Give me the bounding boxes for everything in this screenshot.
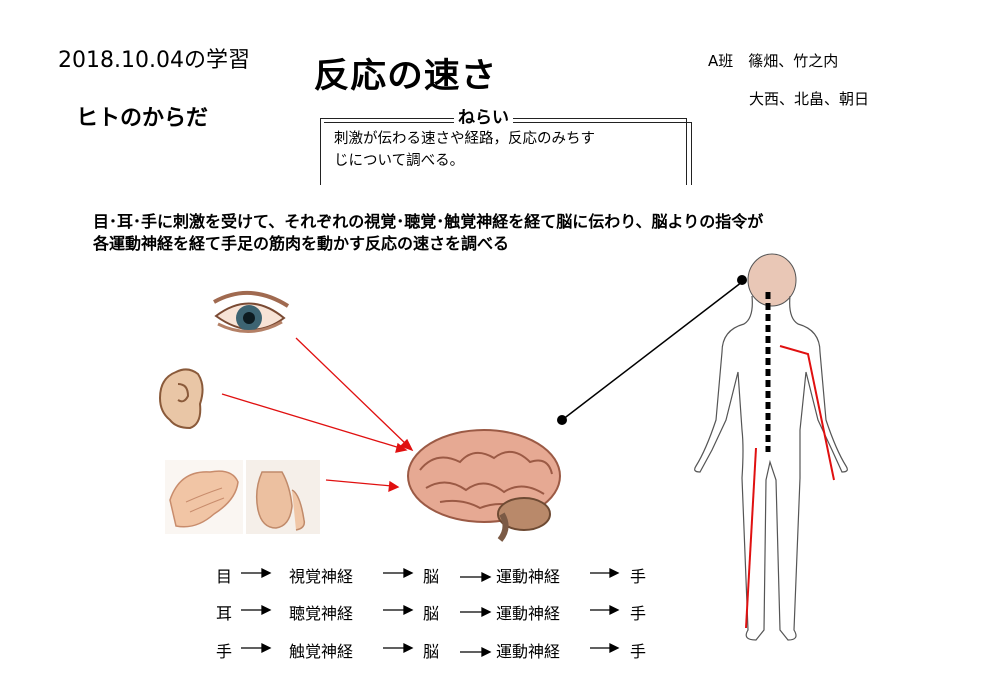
pathway-brain: 脳 <box>423 642 440 661</box>
aim-text-line1: 刺激が伝わる速さや経路，反応のみちす <box>334 131 595 147</box>
pathway-organ: 目 <box>216 567 233 586</box>
pathway-motor-nerve: 運動神経 <box>496 567 561 586</box>
pathway-motor-nerve: 運動神経 <box>496 604 561 623</box>
pathway-effector: 手 <box>630 567 647 586</box>
description: 目･耳･手に刺激を受けて、それぞれの視覚･聴覚･触覚神経を経て脳に伝わり、脳より… <box>93 211 763 255</box>
aim-text: 刺激が伝わる速さや経路，反応のみちす じについて調べる。 <box>334 128 674 172</box>
pathway-organ: 手 <box>216 642 233 661</box>
date-label: 2018.10.04の学習 <box>58 48 250 73</box>
page-title: 反応の速さ <box>313 56 498 96</box>
pathway-brain: 脳 <box>423 604 440 623</box>
eye-image <box>213 291 290 334</box>
pathway-sensory-nerve: 視覚神経 <box>289 567 354 586</box>
ear-image <box>158 368 204 430</box>
description-line1: 目･耳･手に刺激を受けて、それぞれの視覚･聴覚･触覚神経を経て脳に伝わり、脳より… <box>93 212 764 231</box>
pathway-brain: 脳 <box>423 567 440 586</box>
stimulus-arrows <box>221 337 414 493</box>
pathway-motor-nerve: 運動神経 <box>496 642 561 661</box>
brain-to-head-connector <box>557 275 747 425</box>
hands-image <box>165 460 320 534</box>
aim-label: ねらい <box>454 103 513 128</box>
pathway-sensory-nerve: 聴覚神経 <box>289 604 354 623</box>
pathway-effector: 手 <box>630 604 647 623</box>
group-members-line2: 大西、北畠、朝日 <box>749 90 870 108</box>
description-line2: 各運動神経を経て手足の筋肉を動かす反応の速さを調べる <box>93 234 510 253</box>
page-subtitle: ヒトのからだ <box>76 106 209 131</box>
pathway-arrows <box>241 567 620 658</box>
pathway-effector: 手 <box>630 642 647 661</box>
aim-text-line2: じについて調べる。 <box>334 153 465 169</box>
body-diagram <box>694 253 848 641</box>
brain-image <box>407 429 561 542</box>
pathway-sensory-nerve: 触覚神経 <box>289 642 354 661</box>
pathway-organ: 耳 <box>216 604 233 623</box>
group-members-line1: A班 篠畑、竹之内 <box>708 52 839 70</box>
